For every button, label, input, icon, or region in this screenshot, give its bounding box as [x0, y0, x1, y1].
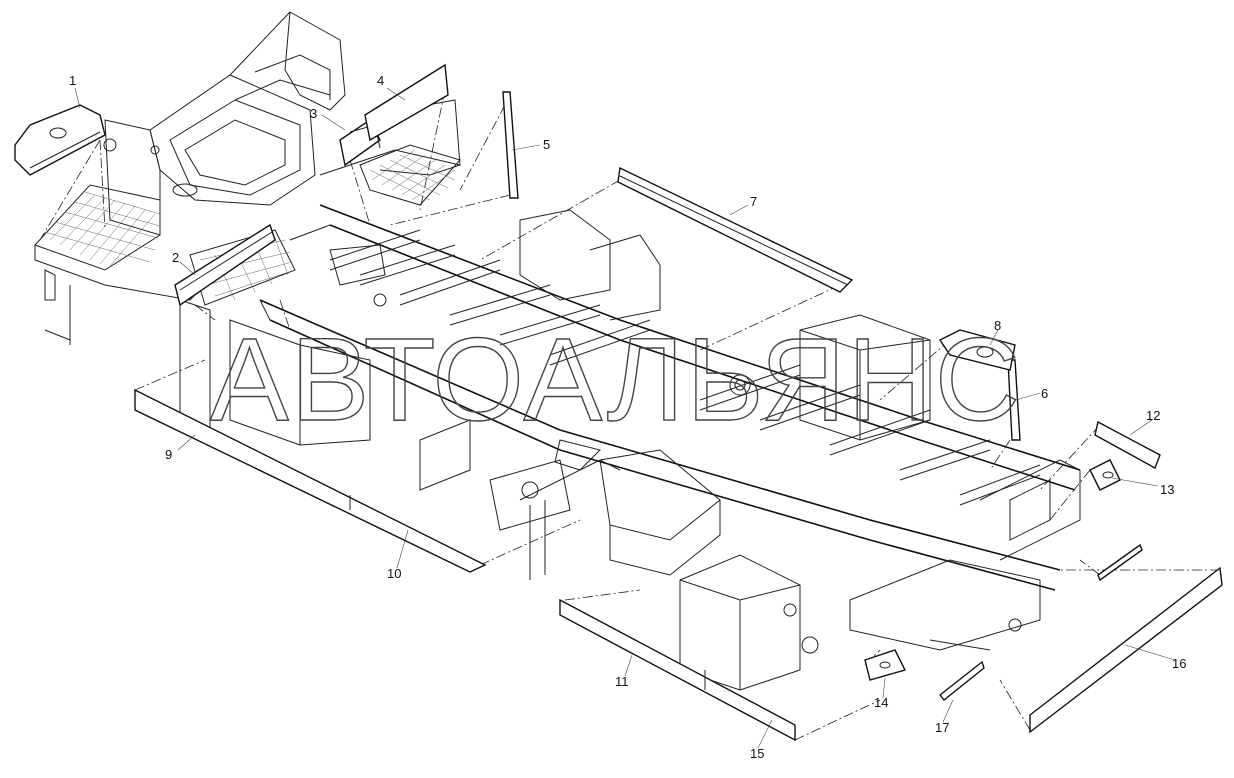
part-7-shape	[617, 166, 854, 293]
part-1-shape	[14, 104, 106, 176]
part-rod-shape	[1097, 543, 1143, 582]
callout-labels: 1 2 3 4 5 6 7 8 9 10 11 12 13 14 15 16 1…	[69, 73, 1186, 761]
callout-8: 8	[994, 318, 1001, 333]
exploded-parts	[14, 63, 1223, 742]
callout-11: 11	[615, 674, 629, 689]
part-9-10-shape	[134, 388, 487, 573]
part-17-shape	[939, 660, 985, 701]
part-13-shape	[1089, 459, 1121, 491]
callout-15: 15	[750, 746, 764, 761]
callout-1: 1	[69, 73, 76, 88]
assembly-lines	[39, 89, 1220, 741]
chassis-frame-drawing	[34, 11, 1081, 691]
part-11-15-shape	[559, 598, 796, 742]
callout-12: 12	[1146, 408, 1160, 423]
callout-4: 4	[377, 73, 384, 88]
callout-17: 17	[935, 720, 949, 735]
part-16-shape	[1029, 566, 1223, 734]
callout-16: 16	[1172, 656, 1186, 671]
part-5-shape	[502, 91, 519, 199]
watermark: АВТОАЛЬЯНС	[210, 314, 1022, 446]
callout-2: 2	[172, 250, 179, 265]
callout-13: 13	[1160, 482, 1174, 497]
part-12-shape	[1094, 420, 1161, 469]
callout-5: 5	[543, 137, 550, 152]
callout-6: 6	[1041, 386, 1048, 401]
callout-10: 10	[387, 566, 401, 581]
callout-7: 7	[750, 194, 757, 209]
part-14-shape	[864, 649, 907, 681]
callout-9: 9	[165, 447, 172, 462]
part-2-shape	[174, 223, 276, 307]
callout-14: 14	[874, 695, 888, 710]
leader-lines	[74, 87, 1176, 749]
part-4-shape	[364, 63, 449, 142]
callout-3: 3	[310, 106, 317, 121]
